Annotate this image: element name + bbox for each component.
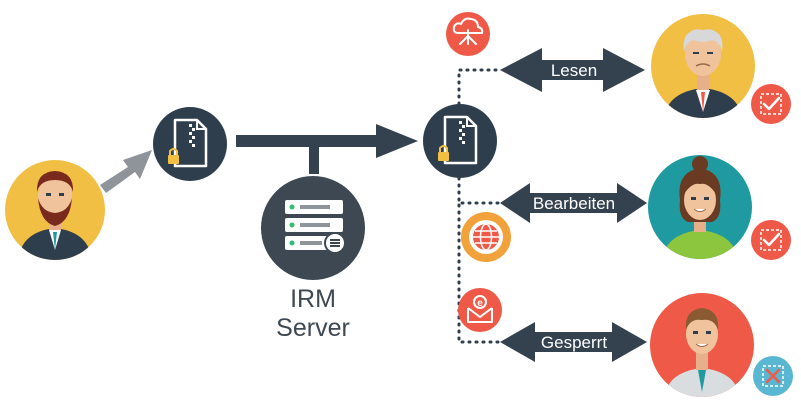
email-channel: e [458, 288, 502, 332]
locked-zip-file-icon [438, 115, 478, 165]
upload-arrow [100, 150, 152, 193]
cloud-share-icon [452, 17, 484, 45]
main-transfer-arrow [236, 124, 418, 174]
globe-icon [473, 223, 499, 251]
recipient-avatar-woman [648, 155, 752, 259]
sender-avatar [5, 160, 105, 260]
irm-server [261, 176, 365, 280]
status-badge-read [751, 84, 791, 124]
check-icon [762, 96, 781, 111]
recipient-avatar-elder [651, 14, 755, 118]
status-badge-blocked [753, 356, 793, 396]
permission-arrow-blocked: Gesperrt [500, 322, 647, 362]
web-channel [461, 212, 511, 262]
permission-label-blocked: Gesperrt [541, 333, 607, 352]
cloud-share-channel [446, 12, 490, 56]
server-label-line1: IRM [290, 285, 336, 313]
permission-arrow-read: Lesen [500, 48, 645, 92]
target-document [423, 104, 497, 178]
recipient-avatar-young-man [650, 293, 754, 397]
dotted-connectors [457, 68, 502, 344]
status-badge-edit [751, 220, 791, 260]
cross-icon [765, 368, 781, 384]
email-icon [467, 295, 493, 323]
email-at-glyph: e [477, 298, 483, 309]
permission-label-read: Lesen [551, 61, 597, 80]
permission-arrow-edit: Bearbeiten [500, 183, 647, 223]
server-label-line2: Server [276, 314, 350, 342]
server-rack-icon [285, 200, 346, 254]
source-document [153, 107, 227, 181]
permission-label-edit: Bearbeiten [533, 194, 615, 213]
locked-zip-file-icon [168, 118, 208, 168]
check-icon [762, 232, 781, 247]
